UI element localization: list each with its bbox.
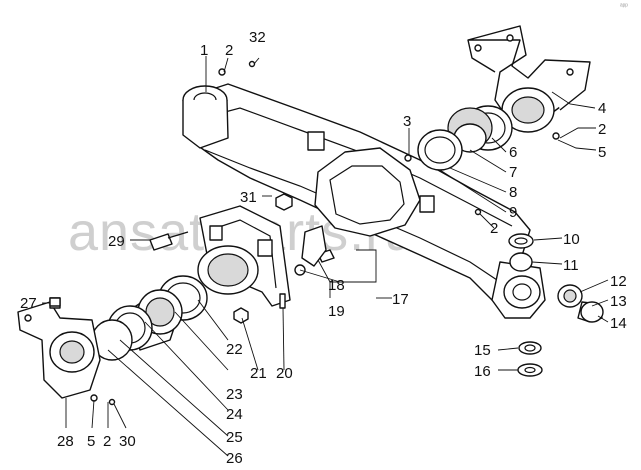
callout-10: 10 xyxy=(563,231,580,248)
callout-11: 11 xyxy=(563,257,579,274)
callout-4: 4 xyxy=(598,100,606,117)
callout-5a: 5 xyxy=(598,144,606,161)
callout-26: 26 xyxy=(226,450,243,467)
callout-23: 23 xyxy=(226,386,243,403)
callout-3: 3 xyxy=(403,113,411,130)
callout-13: 13 xyxy=(610,293,627,310)
callout-7: 7 xyxy=(509,164,517,181)
callout-2a: 2 xyxy=(225,42,233,59)
callout-21: 21 xyxy=(250,365,267,382)
callout-8: 8 xyxy=(509,184,517,201)
wheel-carrier-left xyxy=(197,205,291,307)
callout-1: 1 xyxy=(200,42,208,59)
callout-30: 30 xyxy=(119,433,136,450)
bushing-parts-right xyxy=(508,233,604,377)
callout-27: 27 xyxy=(20,295,37,312)
axle-housing xyxy=(182,83,546,319)
callout-19: 19 xyxy=(328,303,345,320)
callout-2b: 2 xyxy=(598,121,606,138)
leader-lines xyxy=(42,56,609,457)
callout-28: 28 xyxy=(57,433,74,450)
callout-16: 16 xyxy=(474,363,491,380)
callout-15: 15 xyxy=(474,342,491,359)
seal-rings-left xyxy=(91,275,208,361)
fasteners xyxy=(49,60,560,406)
callout-2c: 2 xyxy=(490,220,498,237)
callout-32: 32 xyxy=(249,29,266,46)
callout-29: 29 xyxy=(108,233,125,250)
corner-mark: ᵃᵖᵖ xyxy=(620,3,628,10)
callout-17: 17 xyxy=(392,291,409,308)
callout-12: 12 xyxy=(610,273,627,290)
callout-20: 20 xyxy=(276,365,293,382)
callout-labels: 1 2 32 3 4 2 5 6 7 8 9 2 10 11 31 29 18 … xyxy=(20,29,627,467)
callout-18: 18 xyxy=(328,277,345,294)
pivot-bracket xyxy=(467,25,591,133)
callout-6: 6 xyxy=(509,144,517,161)
callout-31: 31 xyxy=(240,189,257,206)
callout-14: 14 xyxy=(610,315,627,332)
callout-9: 9 xyxy=(509,204,517,221)
knuckle-bracket-left xyxy=(17,297,101,399)
callout-5b: 5 xyxy=(87,433,95,450)
callout-25: 25 xyxy=(226,429,243,446)
callout-24: 24 xyxy=(226,406,243,423)
callout-2d: 2 xyxy=(103,433,111,450)
callout-22: 22 xyxy=(226,341,243,358)
seal-rings-right xyxy=(417,105,513,171)
